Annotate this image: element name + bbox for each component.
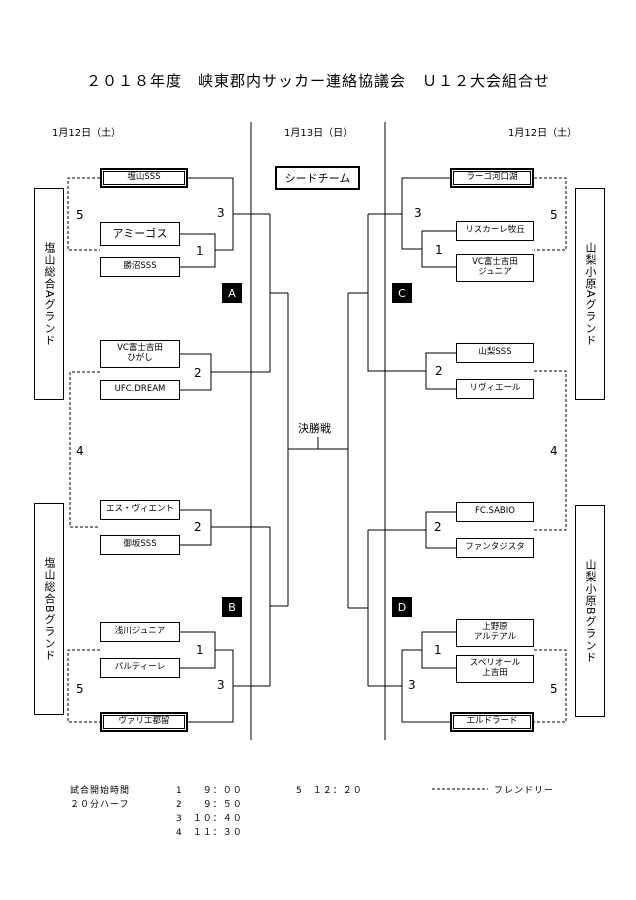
block-c-marker: C: [392, 283, 412, 303]
team-box: 上野原 アルテアル: [456, 619, 534, 647]
team-box: FC.SABIO: [456, 502, 534, 522]
team-box: スペリオール 上吉田: [456, 655, 534, 683]
match-number: 5: [550, 682, 558, 696]
venue-right-bottom: 山梨小原Bグランド: [575, 505, 605, 717]
match-number: 3: [414, 206, 422, 220]
team-box: ファンタジスタ: [456, 538, 534, 558]
block-a-marker: A: [222, 283, 242, 303]
date-center: 1月13日（日）: [284, 128, 354, 139]
date-left: 1月12日（土）: [52, 128, 122, 139]
match-number: 4: [550, 444, 558, 458]
seed-team-label: シードチーム: [275, 166, 360, 190]
venue-label: 塩山総合Aグランド: [43, 241, 56, 347]
team-box: エルドラード: [450, 712, 534, 732]
match-number: 2: [434, 520, 442, 534]
footer-half-label: ２０分ハーフ: [70, 800, 130, 810]
match-number: 4: [76, 444, 84, 458]
match-number: 2: [194, 366, 202, 380]
team-box: 勝沼SSS: [100, 257, 180, 277]
venue-left-top: 塩山総合Aグランド: [34, 188, 64, 400]
match-number: 3: [217, 678, 225, 692]
match-number: 2: [194, 520, 202, 534]
team-box: 塩山SSS: [100, 168, 188, 188]
team-box: パルティーレ: [100, 658, 180, 678]
match-number: 5: [76, 208, 84, 222]
team-box: エス・ヴィエント: [100, 500, 180, 520]
footer-start-time-label: 試合開始時間: [70, 786, 131, 796]
team-box: VC富士吉田 ひがし: [100, 340, 180, 368]
match-number: 1: [196, 244, 204, 258]
team-box: リヴィエール: [456, 379, 534, 399]
page-title: ２０１８年度 峡東郡内サッカー連絡協議会 Ｕ１２大会組合せ: [85, 72, 550, 90]
date-right: 1月12日（土）: [508, 128, 578, 139]
footer-time: 5 １２：２０: [296, 786, 363, 796]
team-box: UFC.DREAM: [100, 380, 180, 400]
match-number: 3: [408, 678, 416, 692]
final-label: 決勝戦: [298, 422, 331, 435]
venue-label: 山梨小原Bグランド: [584, 558, 597, 664]
team-box: ヴァリエ都留: [100, 712, 188, 732]
venue-right-top: 山梨小原Aグランド: [575, 188, 605, 400]
footer-time: 2 ９：５０: [176, 800, 243, 810]
venue-label: 塩山総合Bグランド: [43, 556, 56, 662]
match-number: 2: [435, 364, 443, 378]
venue-left-bottom: 塩山総合Bグランド: [34, 503, 64, 715]
team-box: 浅川ジュニア: [100, 622, 180, 642]
team-box: アミーゴス: [100, 222, 180, 246]
team-box: 山梨SSS: [456, 343, 534, 363]
match-number: 3: [217, 206, 225, 220]
team-box: リスカーレ牧丘: [456, 221, 534, 241]
match-number: 1: [434, 643, 442, 657]
friendly-legend-label: フレンドリー: [494, 786, 555, 796]
match-number: 5: [76, 682, 84, 696]
team-box: 御坂SSS: [100, 535, 180, 555]
match-number: 1: [435, 243, 443, 257]
team-box: VC富士吉田 ジュニア: [456, 254, 534, 282]
team-box: ラーゴ河口湖: [450, 168, 534, 188]
block-b-marker: B: [222, 597, 242, 617]
block-d-marker: D: [392, 597, 412, 617]
venue-label: 山梨小原Aグランド: [584, 241, 597, 347]
match-number: 5: [550, 208, 558, 222]
footer-time: 4 １１：３０: [176, 828, 243, 838]
footer-time: 1 ９：００: [176, 786, 243, 796]
footer-time: 3 １０：４０: [176, 814, 243, 824]
match-number: 1: [196, 643, 204, 657]
